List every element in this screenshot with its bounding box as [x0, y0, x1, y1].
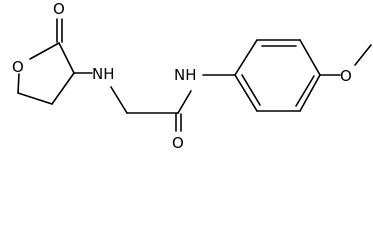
- bond-aryl-4: [299, 74, 321, 112]
- bond-ring-c5-o1: [17, 73, 20, 94]
- bond-aryl-1: [234, 39, 258, 76]
- atom-label-lactone-carbonyl-oxygen: O: [53, 0, 65, 18]
- atom-label-ring-oxygen: O: [12, 58, 24, 76]
- bond-aryl-inner-3: [241, 74, 261, 106]
- bond-ring-c3-c4: [51, 72, 75, 105]
- atom-label-amide-nitrogen: NH: [174, 66, 197, 84]
- bond-aryl-inner-2: [295, 75, 315, 107]
- bond-ring-o1-c2: [29, 42, 60, 60]
- bond-amide-carbon-nitrogen: [177, 90, 192, 114]
- bond-aryl-3: [299, 39, 321, 76]
- bond-ring-c2-c3: [58, 42, 75, 74]
- bond-ring-c4-c5: [17, 92, 53, 105]
- atom-label-amine-nitrogen: NH: [92, 65, 115, 83]
- bond-methoxy-methyl: [354, 44, 372, 66]
- bond-amine-ch2: [110, 86, 128, 114]
- atom-label-methoxy-oxygen: O: [340, 67, 352, 85]
- bond-aryl-6: [234, 74, 258, 112]
- chemical-structure: O O NH NH O O: [12, 0, 372, 152]
- atom-label-amide-oxygen: O: [172, 134, 184, 152]
